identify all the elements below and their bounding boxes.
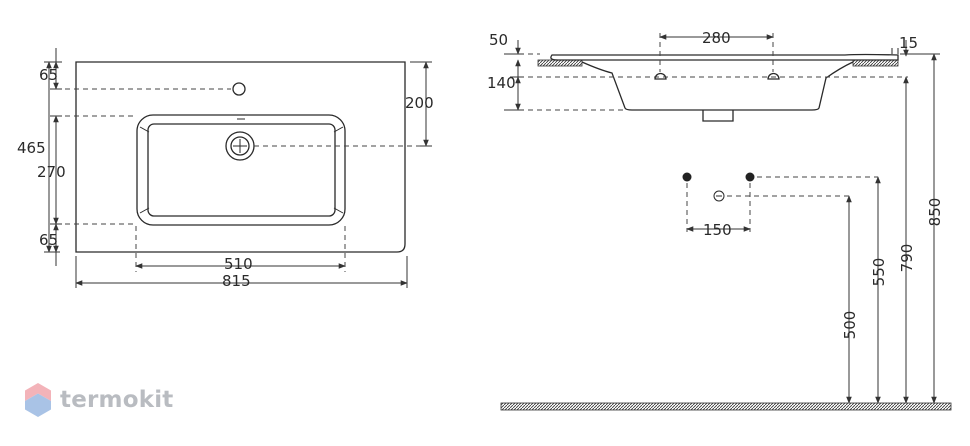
dim-total-depth: 465 (17, 139, 46, 157)
drain-inner (230, 136, 250, 156)
side-view: 50 140 280 15 150 500 550 790 850 (487, 29, 952, 411)
dim-edge: 15 (899, 34, 918, 52)
hexagon-logo-icon (25, 383, 51, 417)
brand-watermark: termokit (24, 382, 173, 418)
bowl-outer (136, 114, 346, 226)
dim-top-gap: 65 (39, 66, 58, 84)
dim-bowl-width: 510 (224, 255, 253, 273)
dim-drain-offset: 200 (405, 94, 434, 112)
basin-profile (550, 53, 899, 61)
mount-point-right (745, 172, 755, 182)
dim-bowl-depth: 270 (37, 163, 66, 181)
dim-height-500: 500 (841, 311, 859, 340)
left-rim-hatch (537, 59, 583, 67)
right-rim-hatch (852, 59, 899, 67)
dim-bottom-gap: 65 (39, 231, 58, 249)
bowl-inner (147, 123, 336, 217)
dim-mount-spacing: 150 (703, 221, 732, 239)
mount-point-left (682, 172, 692, 182)
floor-hatch (500, 402, 952, 411)
dim-height-790: 790 (898, 244, 916, 273)
dim-bowl-height: 140 (487, 74, 516, 92)
waste-point (713, 190, 725, 202)
dim-height-550: 550 (870, 258, 888, 287)
brand-name: termokit (60, 387, 174, 413)
washbasin-outline (75, 61, 406, 253)
dim-rim: 50 (489, 31, 508, 49)
dim-total-width: 815 (222, 272, 251, 290)
tap-hole (232, 82, 246, 96)
top-view: 465 65 270 65 200 510 815 (17, 48, 434, 290)
dim-tap-spacing: 280 (702, 29, 731, 47)
dim-height-850: 850 (926, 198, 944, 227)
